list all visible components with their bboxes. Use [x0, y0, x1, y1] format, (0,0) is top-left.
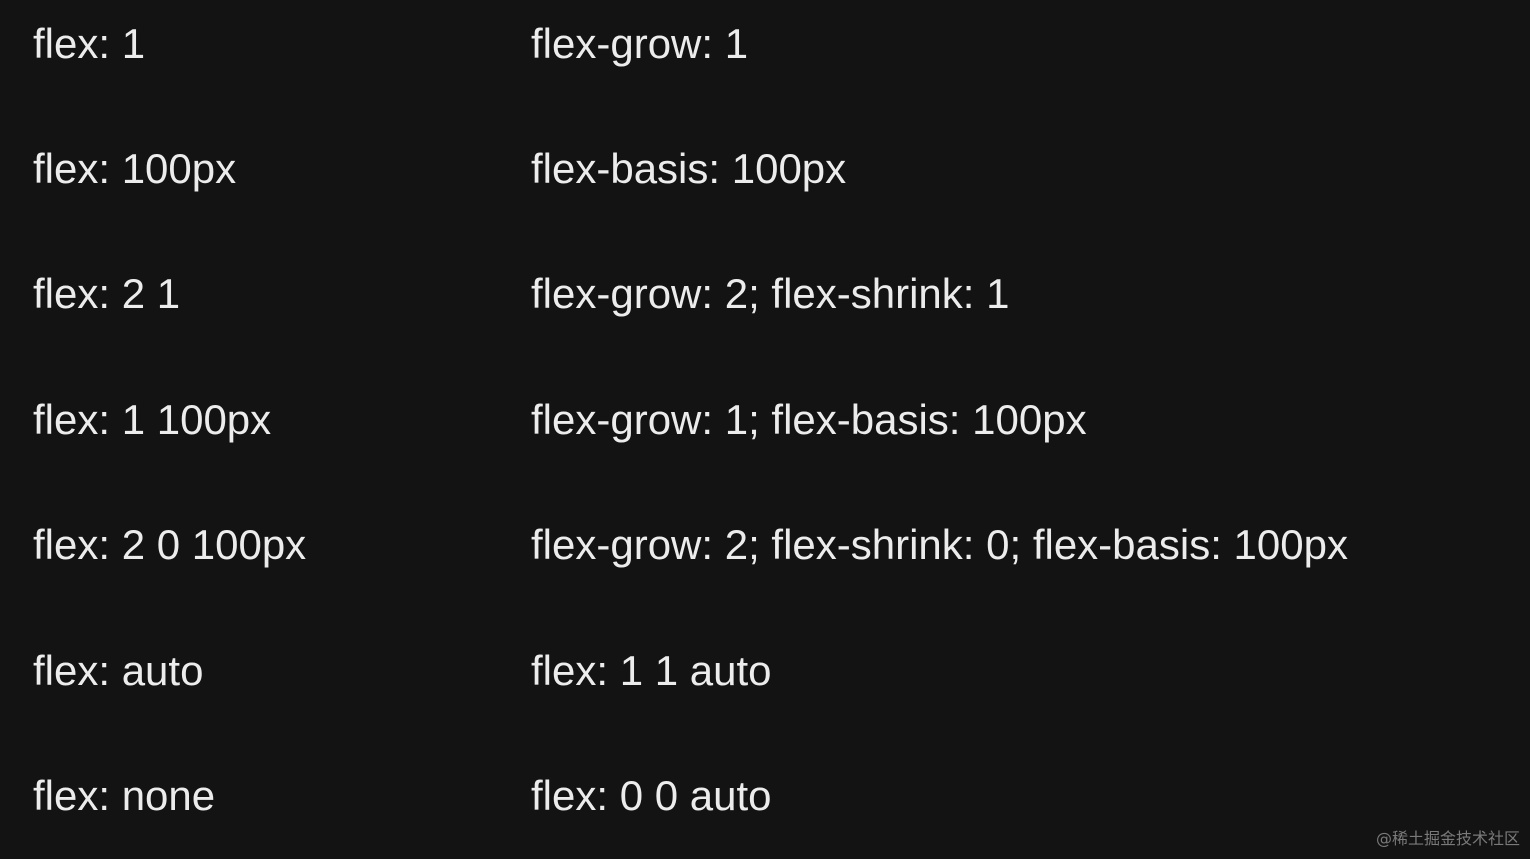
table-row: flex: none flex: 0 0 auto: [0, 766, 1530, 826]
shorthand-cell: flex: auto: [33, 647, 204, 694]
table-row: flex: 1 flex-grow: 1: [0, 14, 1530, 74]
shorthand-cell: flex: 1: [33, 20, 146, 67]
shorthand-cell: flex: 1 100px: [33, 396, 272, 443]
shorthand-cell: flex: 2 1: [33, 270, 181, 317]
table-row: flex: auto flex: 1 1 auto: [0, 641, 1530, 701]
shorthand-cell: flex: none: [33, 772, 216, 819]
table-row: flex: 2 0 100px flex-grow: 2; flex-shrin…: [0, 515, 1530, 575]
table-row: flex: 1 100px flex-grow: 1; flex-basis: …: [0, 390, 1530, 450]
equivalent-cell: flex-grow: 2; flex-shrink: 1: [531, 270, 1010, 317]
equivalent-cell: flex: 1 1 auto: [531, 647, 772, 694]
equivalent-cell: flex-grow: 1; flex-basis: 100px: [531, 396, 1087, 443]
table-row: flex: 2 1 flex-grow: 2; flex-shrink: 1: [0, 264, 1530, 324]
equivalent-cell: flex: 0 0 auto: [531, 772, 772, 819]
table-row: flex: 100px flex-basis: 100px: [0, 139, 1530, 199]
shorthand-cell: flex: 2 0 100px: [33, 521, 307, 568]
equivalent-cell: flex-grow: 2; flex-shrink: 0; flex-basis…: [531, 521, 1348, 568]
watermark: @稀土掘金技术社区: [1375, 829, 1520, 848]
shorthand-cell: flex: 100px: [33, 145, 237, 192]
equivalent-cell: flex-basis: 100px: [531, 145, 847, 192]
equivalent-cell: flex-grow: 1: [531, 20, 749, 67]
